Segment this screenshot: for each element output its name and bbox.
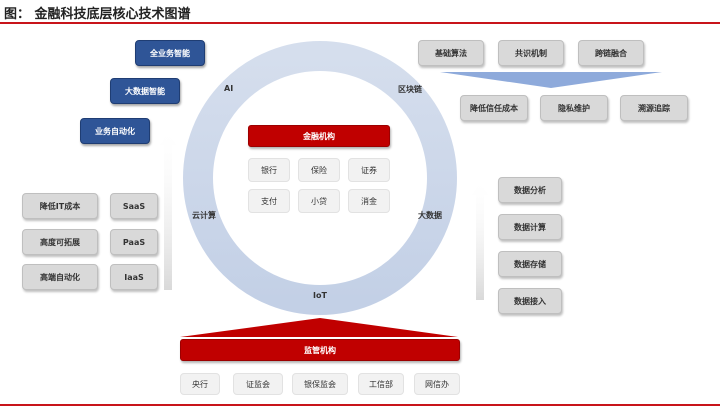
right-up-arrow: [472, 182, 488, 300]
regulator-cbirc: 银保监会: [292, 373, 348, 395]
regulator-pboc: 央行: [180, 373, 220, 395]
all-business-intelligence-box: 全业务智能: [135, 40, 205, 66]
data-storage-box: 数据存储: [498, 251, 562, 277]
financial-institutions-header: 金融机构: [248, 125, 390, 147]
technology-ring: [183, 41, 457, 315]
ring-label-iot: IoT: [313, 291, 327, 300]
reduce-trust-cost-box: 降低信任成本: [460, 95, 528, 121]
left-up-arrow: [160, 132, 176, 290]
chart-title: 图： 金融科技底层核心技术图谱: [4, 7, 191, 22]
paas-box: PaaS: [110, 229, 158, 255]
center-item-securities: 证券: [348, 158, 390, 182]
center-item-payment: 支付: [248, 189, 290, 213]
bottom-rule: [0, 404, 720, 406]
basic-algorithm-box: 基础算法: [418, 40, 484, 66]
ring-label-bigdata: 大数据: [418, 211, 442, 220]
big-data-intelligence-box: 大数据智能: [110, 78, 180, 104]
data-access-box: 数据接入: [498, 288, 562, 314]
regulator-miit: 工信部: [358, 373, 404, 395]
consensus-mechanism-box: 共识机制: [498, 40, 564, 66]
right-top-chevron: [440, 72, 662, 88]
regulators-header: 监管机构: [180, 339, 460, 361]
business-automation-box: 业务自动化: [80, 118, 150, 144]
center-item-microloan: 小贷: [298, 189, 340, 213]
ring-label-blockchain: 区块链: [398, 85, 422, 94]
regulator-csrc: 证监会: [233, 373, 283, 395]
reduce-it-cost-box: 降低IT成本: [22, 193, 98, 219]
center-item-insurance: 保险: [298, 158, 340, 182]
center-item-consumer-finance: 消金: [348, 189, 390, 213]
ring-label-ai: AI: [224, 84, 234, 93]
highly-scalable-box: 高度可拓展: [22, 229, 98, 255]
traceability-box: 溯源追踪: [620, 95, 688, 121]
regulator-cac: 网信办: [414, 373, 460, 395]
data-analysis-box: 数据分析: [498, 177, 562, 203]
ring-label-cloud: 云计算: [192, 211, 216, 220]
center-item-bank: 银行: [248, 158, 290, 182]
iaas-box: IaaS: [110, 264, 158, 290]
privacy-protection-box: 隐私维护: [540, 95, 608, 121]
high-end-automation-box: 高端自动化: [22, 264, 98, 290]
top-rule: [0, 22, 720, 24]
data-computing-box: 数据计算: [498, 214, 562, 240]
bottom-red-triangle: [180, 318, 458, 337]
cross-chain-fusion-box: 跨链融合: [578, 40, 644, 66]
saas-box: SaaS: [110, 193, 158, 219]
